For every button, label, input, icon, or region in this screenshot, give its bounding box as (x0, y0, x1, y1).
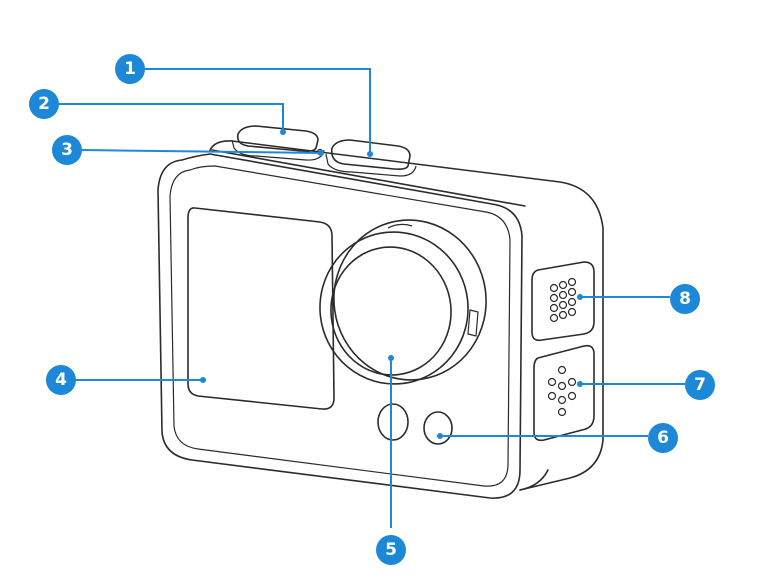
leader-lines (57, 69, 685, 528)
callout-label: 3 (61, 140, 73, 160)
callout-label: 6 (657, 428, 669, 448)
camera-body (158, 141, 603, 498)
callout-4: 4 (46, 365, 76, 395)
top-buttons (232, 126, 416, 176)
callout-8: 8 (670, 284, 700, 314)
lens-assembly (312, 210, 496, 391)
speaker-holes (551, 279, 576, 322)
front-screen (188, 208, 334, 409)
side-door-lower (534, 346, 594, 441)
callout-label: 1 (124, 59, 136, 79)
callout-3: 3 (52, 135, 82, 165)
callout-label: 7 (694, 375, 706, 395)
callout-5: 5 (376, 535, 406, 565)
leader-1 (143, 69, 370, 154)
side-doors (532, 262, 594, 440)
mic-port (378, 404, 408, 440)
leader-3 (82, 150, 321, 153)
callout-6: 6 (648, 423, 678, 453)
callout-label: 2 (38, 94, 50, 114)
callout-7: 7 (685, 370, 715, 400)
leader-2 (57, 104, 283, 132)
light-sensor (424, 412, 452, 444)
callout-2: 2 (29, 89, 59, 119)
callout-label: 5 (385, 540, 397, 560)
callout-label: 4 (55, 370, 67, 390)
callout-1: 1 (115, 54, 145, 84)
mic-holes (549, 367, 576, 416)
callout-label: 8 (679, 289, 691, 309)
